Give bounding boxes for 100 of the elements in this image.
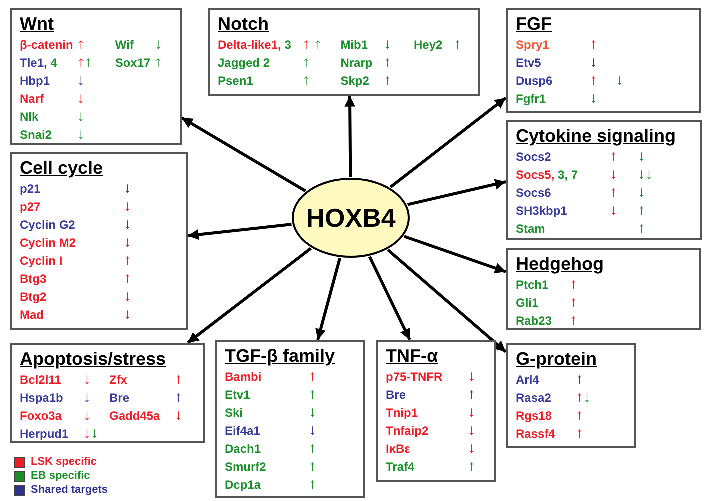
gene-name: Btg3 [20, 271, 47, 287]
expression-arrow: ↑ [590, 37, 598, 53]
gene-name: Bcl2l11 [20, 372, 62, 388]
gene-name: Bre [109, 390, 130, 406]
expression-arrow: ↑ [154, 55, 162, 71]
expression-arrow: ↑ [570, 277, 578, 293]
box-heading: G-protein [516, 348, 598, 370]
expression-arrow: ↑ [309, 477, 316, 493]
gene-name: Delta-like1, 3 [218, 37, 292, 53]
gene-name: Eif4a1 [225, 423, 260, 439]
expression-arrow: ↑ [610, 149, 618, 165]
gene-name: Snai2 [20, 127, 52, 143]
expression-arrow: ↑ [302, 55, 310, 71]
gene-name: Nlk [20, 109, 39, 125]
pathway-box [10, 8, 182, 145]
pathway-box [10, 343, 205, 443]
gene-name: p21 [20, 181, 41, 197]
box-heading: TGF-β family [225, 345, 336, 367]
gene-name: Socs6 [516, 185, 552, 201]
expression-arrow: ↑ [124, 253, 132, 269]
pathway-box [506, 120, 702, 240]
gene-name: Ski [225, 405, 244, 421]
gene-name: Dusp6 [516, 73, 553, 89]
expression-arrow: ↑ [384, 55, 392, 71]
expression-arrow: ↓ [309, 423, 316, 439]
arrow [316, 258, 342, 340]
expression-arrow: ↓ [124, 307, 132, 323]
box-heading: Apoptosis/stress [20, 348, 168, 370]
expression-arrow: ↑ [309, 441, 316, 457]
gene-name: Foxo3a [20, 408, 62, 424]
gene-name: p75-TNFR [386, 369, 443, 385]
gene-name: Sox17 [115, 55, 151, 71]
box-heading: FGF [516, 13, 553, 35]
gene-name: Rgs18 [516, 408, 552, 424]
gene-name: Socs2 [516, 149, 552, 165]
gene-name: Mib1 [340, 37, 368, 53]
expression-arrow: ↑ [576, 372, 584, 388]
arrow [404, 235, 506, 274]
gene-name: SH3kbp1 [516, 203, 568, 219]
gene-name: Bambi [225, 369, 262, 385]
expression-arrow: ↓ [83, 408, 91, 424]
expression-arrow: ↓ [77, 109, 85, 125]
gene-name: Gadd45a [109, 408, 160, 424]
gene-name: Jagged 2 [218, 55, 270, 71]
expression-arrow: ↓ [154, 37, 162, 53]
gene-name: Tnip1 [386, 405, 418, 421]
pathway-box [506, 8, 701, 113]
expression-arrow: ↓ [83, 372, 91, 388]
legend-label: Shared targets [31, 484, 108, 496]
expression-arrow: ↓ [468, 441, 476, 457]
expression-arrow: ↓ [309, 405, 316, 421]
gene-name: Cyclin I [20, 253, 63, 269]
gene-name: Hspa1b [20, 390, 64, 406]
expression-arrow: ↑ [576, 426, 584, 442]
arrow [181, 116, 306, 192]
gene-name: Dcp1a [225, 477, 262, 493]
expression-arrow: ↓ [124, 199, 132, 215]
gene-name: Hbp1 [20, 73, 50, 89]
gene-name: β-catenin [20, 37, 74, 53]
arrow [390, 96, 507, 188]
hub-label: HOXB4 [306, 202, 396, 234]
gene-name: Tnfaip2 [386, 423, 429, 439]
gene-name: IκBε [386, 441, 410, 457]
expression-arrow: ↓ [616, 73, 624, 89]
expression-arrow: ↑↑ [77, 55, 92, 71]
expression-arrow: ↑ [175, 372, 182, 388]
expression-arrow: ↑ [175, 390, 182, 406]
box-heading: Hedgehog [516, 253, 605, 275]
pathway-box [215, 340, 365, 498]
arrow [344, 96, 356, 178]
arrow [368, 256, 412, 341]
pathway-box [10, 152, 188, 330]
pathway-box [208, 8, 480, 96]
gene-name: Psen1 [218, 73, 254, 89]
gene-name: Fgfr1 [516, 91, 546, 107]
gene-name: Narf [20, 91, 44, 107]
gene-name: Mad [20, 307, 44, 323]
gene-name: Etv1 [225, 387, 250, 403]
gene-name: Arl4 [516, 372, 540, 388]
expression-arrow: ↑ [570, 295, 578, 311]
expression-arrow: ↑ [590, 73, 598, 89]
expression-arrow: ↑ ↑ [302, 37, 322, 53]
gene-name: Skp2 [340, 73, 370, 89]
gene-name: Etv5 [516, 55, 542, 71]
gene-name: Cyclin G2 [20, 217, 76, 233]
box-heading: Cytokine signaling [516, 125, 678, 147]
gene-name: Zfx [109, 372, 128, 388]
expression-arrow: ↓ [77, 127, 85, 143]
gene-name: Rasa2 [516, 390, 552, 406]
expression-arrow: ↑↓ [576, 390, 591, 406]
expression-arrow: ↓ [638, 149, 646, 165]
expression-arrow: ↑ [77, 37, 85, 53]
gene-name: Traf4 [386, 459, 415, 475]
gene-name: Smurf2 [225, 459, 266, 475]
gene-name: Ptch1 [516, 277, 549, 293]
pathway-box [506, 343, 636, 448]
gene-name: Socs5, 3, 7 [516, 167, 578, 183]
box-heading: Notch [218, 13, 270, 35]
expression-arrow: ↓ [124, 289, 132, 305]
expression-arrow: ↑ [124, 271, 132, 287]
